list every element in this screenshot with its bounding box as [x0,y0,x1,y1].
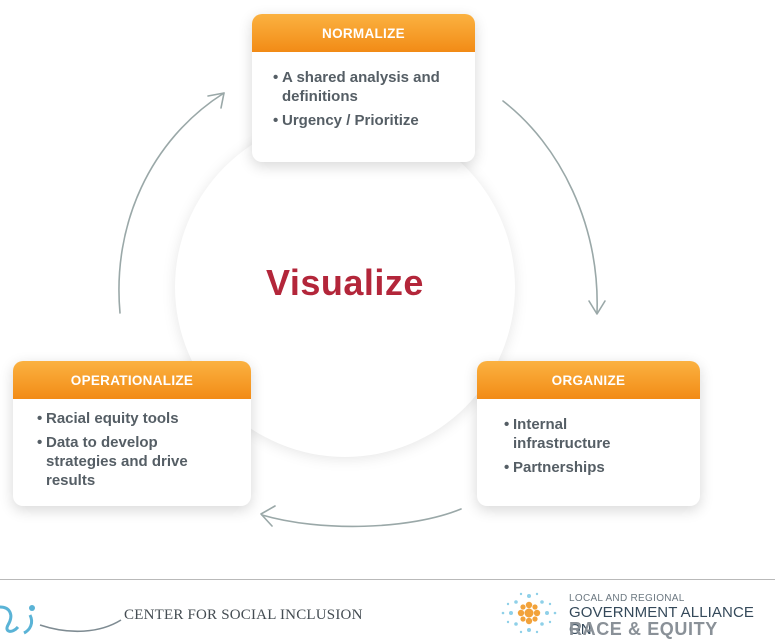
arrow-operationalize-to-normalize [118,92,225,314]
arrowhead-operationalize [260,505,276,527]
arrowhead-normalize [207,92,225,109]
footer-divider [0,579,775,580]
operationalize-card: OPERATIONALIZE Racial equity tools Data … [13,361,251,506]
gare-line1: LOCAL AND REGIONAL [569,593,685,604]
operationalize-item: Racial equity tools [37,409,196,428]
normalize-item: A shared analysis and definitions [273,68,465,106]
organize-item: Partnerships [504,458,650,477]
gare-line2: GOVERNMENT ALLIANCE ON [569,604,755,638]
arrowhead-organize [588,300,606,315]
csi-logo-icon [0,605,122,635]
arrow-normalize-to-organize [502,100,598,314]
arrow-organize-to-operationalize [261,508,462,528]
cycle-arrows [118,92,606,528]
normalize-card: NORMALIZE A shared analysis and definiti… [252,14,475,162]
normalize-header: NORMALIZE [252,14,475,52]
operationalize-item: Data to develop strategies and drive res… [37,433,196,490]
organize-item: Internal infrastructure [504,415,650,453]
normalize-item: Urgency / Prioritize [273,111,465,130]
csi-name: CENTER FOR SOCIAL INCLUSION [124,607,363,623]
operationalize-header: OPERATIONALIZE [13,361,251,399]
center-label: Visualize [266,262,424,303]
organize-header: ORGANIZE [477,361,700,399]
organize-card: ORGANIZE Internal infrastructure Partner… [477,361,700,506]
gare-logo-icon [501,592,557,634]
gare-line3: RACE & EQUITY [569,619,718,639]
